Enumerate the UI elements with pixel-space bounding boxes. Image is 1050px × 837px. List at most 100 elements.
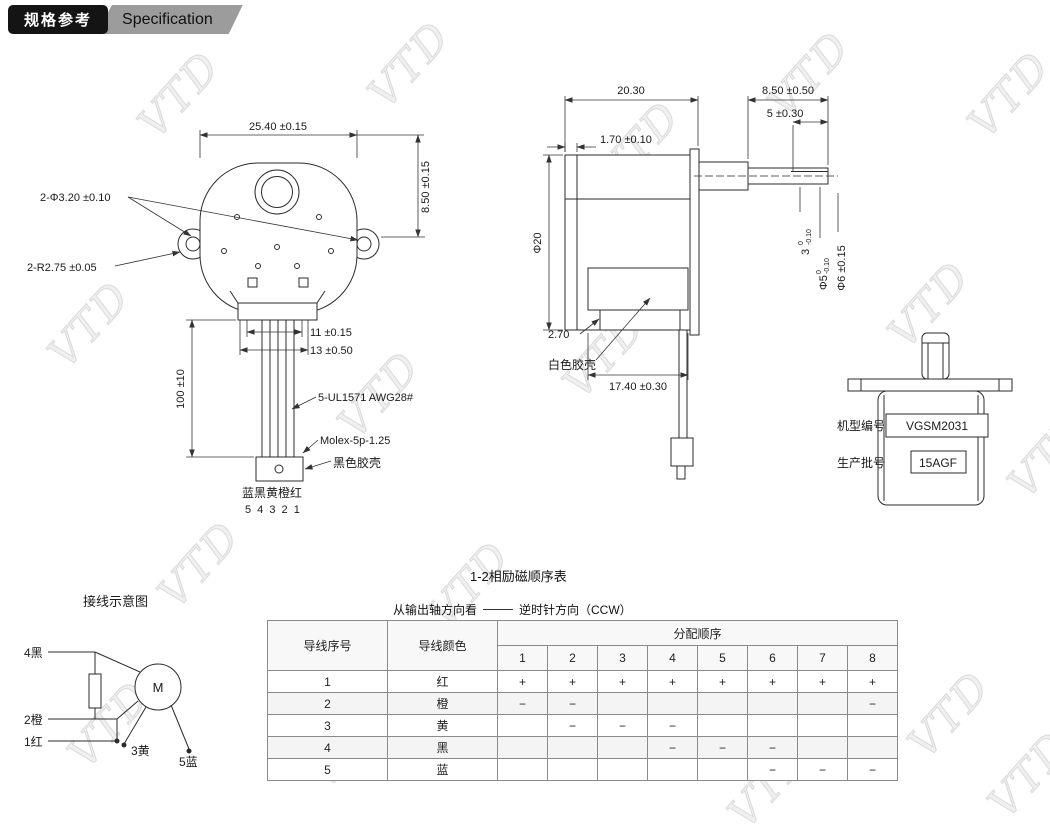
step-header-cell: 2 bbox=[547, 645, 598, 671]
wire-color-cell: 红 bbox=[387, 670, 498, 693]
step-value-cell: − bbox=[697, 736, 748, 759]
step-header-cell: 6 bbox=[747, 645, 798, 671]
wire-number-cell: 3 bbox=[267, 714, 388, 737]
step-value-cell: − bbox=[846, 758, 899, 781]
terminal-3-yellow: 3黄 bbox=[131, 744, 150, 758]
dim-ear-radius-label: 2-R2.75 ±0.05 bbox=[27, 262, 97, 274]
step-value-cell: + bbox=[497, 670, 548, 693]
wire-color-cell: 橙 bbox=[387, 692, 498, 715]
step-value-cell bbox=[597, 758, 648, 781]
step-value-cell: − bbox=[797, 758, 848, 781]
wire-spec-label: 5-UL1571 AWG28# bbox=[318, 392, 414, 404]
side-view-drawing bbox=[564, 148, 838, 480]
dim-diameter-label: Φ20 bbox=[532, 232, 544, 253]
dim-shaft-flat-tol-top: 0 bbox=[798, 241, 805, 245]
wire-number-cell: 4 bbox=[267, 736, 388, 759]
front-view-labels: 25.40 ±0.15 8.50 ±0.15 2-Φ3.20 ±0.10 2-R… bbox=[27, 121, 432, 516]
wire-exit-neck bbox=[237, 302, 318, 321]
wire-color-cell: 黑 bbox=[387, 736, 498, 759]
dim-mount-holes-label: 2-Φ3.20 ±0.10 bbox=[40, 192, 110, 204]
col-header-wire-number: 导线序号 bbox=[267, 620, 388, 671]
dim-flat-length-label: 5 ±0.30 bbox=[767, 108, 804, 120]
step-value-cell: + bbox=[647, 670, 698, 693]
step-value-cell bbox=[497, 736, 548, 759]
terminal-2-orange: 2橙 bbox=[24, 712, 43, 727]
step-value-cell bbox=[797, 714, 848, 737]
step-value-cell: + bbox=[597, 670, 648, 693]
step-value-cell bbox=[747, 692, 798, 715]
dim-height-label: 8.50 ±0.15 bbox=[420, 161, 432, 213]
dim-shaft-diameter-tol-top: 0 bbox=[816, 270, 823, 274]
wire-colors-label: 蓝黑黄橙红 bbox=[242, 485, 302, 500]
dim-width-label: 25.40 ±0.15 bbox=[249, 121, 307, 133]
step-value-cell: − bbox=[846, 692, 899, 715]
step-value-cell: + bbox=[747, 670, 798, 693]
step-value-cell: − bbox=[747, 758, 798, 781]
step-header-cell: 1 bbox=[497, 645, 548, 671]
connector-front bbox=[255, 456, 304, 482]
shaft-boss-outer bbox=[254, 169, 300, 215]
dim-body-length-label: 20.30 bbox=[617, 85, 645, 97]
dim-11-label: 11 ±0.15 bbox=[310, 327, 352, 339]
step-value-cell bbox=[647, 692, 698, 715]
spec-drawing: 25.40 ±0.15 8.50 ±0.15 2-Φ3.20 ±0.10 2-R… bbox=[24, 85, 1013, 769]
side-view-labels: 20.30 8.50 ±0.50 5 ±0.30 1.70 ±0.10 Φ20 … bbox=[532, 85, 848, 393]
step-value-cell bbox=[647, 758, 698, 781]
step-value-cell: + bbox=[547, 670, 598, 693]
step-header-cell: 7 bbox=[797, 645, 848, 671]
motor-symbol-label: M bbox=[153, 680, 164, 695]
dim-shaft-diameter-value: Φ5 bbox=[818, 275, 830, 290]
dim-tab-label: 2.70 bbox=[548, 329, 569, 341]
ear-hole-left bbox=[185, 236, 201, 252]
step-value-cell bbox=[697, 758, 748, 781]
col-header-wire-color: 导线颜色 bbox=[387, 620, 498, 671]
step-value-cell bbox=[846, 736, 899, 759]
step-value-cell bbox=[797, 692, 848, 715]
lead-wires bbox=[261, 320, 295, 457]
dim-shaft-length-label: 8.50 ±0.50 bbox=[762, 85, 814, 97]
wire-color-cell: 黄 bbox=[387, 714, 498, 737]
dim-wire-length-label: 100 ±10 bbox=[175, 369, 187, 409]
dim-shaft-flat-value: 3 bbox=[800, 249, 812, 255]
wire-number-cell: 1 bbox=[267, 670, 388, 693]
mounting-plate-side bbox=[689, 148, 700, 336]
step-value-cell: − bbox=[547, 692, 598, 715]
dim-shell-length-label: 17.40 ±0.30 bbox=[609, 381, 667, 393]
motor-body-rear bbox=[877, 390, 985, 506]
shaft-boss-inner bbox=[261, 176, 293, 208]
pin-numbers-label: 5 4 3 2 1 bbox=[245, 504, 301, 516]
batch-number-box bbox=[910, 450, 967, 474]
model-number-box bbox=[885, 413, 989, 438]
step-header-cell: 8 bbox=[846, 645, 899, 671]
step-header-cell: 4 bbox=[647, 645, 698, 671]
connector-spec-label: Molex-5p-1.25 bbox=[320, 435, 390, 447]
wire-number-cell: 2 bbox=[267, 692, 388, 715]
rear-view-labels: 机型编号 VGSM2031 生产批号 15AGF bbox=[837, 418, 968, 470]
step-value-cell bbox=[597, 736, 648, 759]
step-value-cell: − bbox=[547, 714, 598, 737]
sequence-table-note: 从输出轴方向看 逆时针方向（CCW） bbox=[393, 601, 632, 618]
model-number-value: VGSM2031 bbox=[906, 419, 968, 433]
step-value-cell bbox=[547, 758, 598, 781]
wire-number-cell: 5 bbox=[267, 758, 388, 781]
ear-hole-right bbox=[356, 236, 372, 252]
spec-badge-en-label: Specification bbox=[122, 10, 213, 28]
terminal-5-blue: 5蓝 bbox=[179, 755, 198, 769]
model-number-label: 机型编号 bbox=[837, 418, 885, 433]
dim-shaft-diameter-tol-bottom: -0.10 bbox=[824, 258, 831, 274]
page-header: 规格参考 Specification bbox=[8, 5, 243, 34]
terminal-1-red: 1红 bbox=[24, 734, 43, 749]
rear-view-drawing bbox=[847, 332, 1013, 506]
dim-shaft-diameter-label: Φ5 0 -0.10 bbox=[816, 258, 831, 290]
wire-color-cell: 蓝 bbox=[387, 758, 498, 781]
wiring-labels: 接线示意图 M 4黑 2橙 1红 3黄 5蓝 bbox=[24, 594, 198, 769]
terminal-4-black: 4黑 bbox=[24, 646, 43, 660]
step-value-cell: + bbox=[697, 670, 748, 693]
